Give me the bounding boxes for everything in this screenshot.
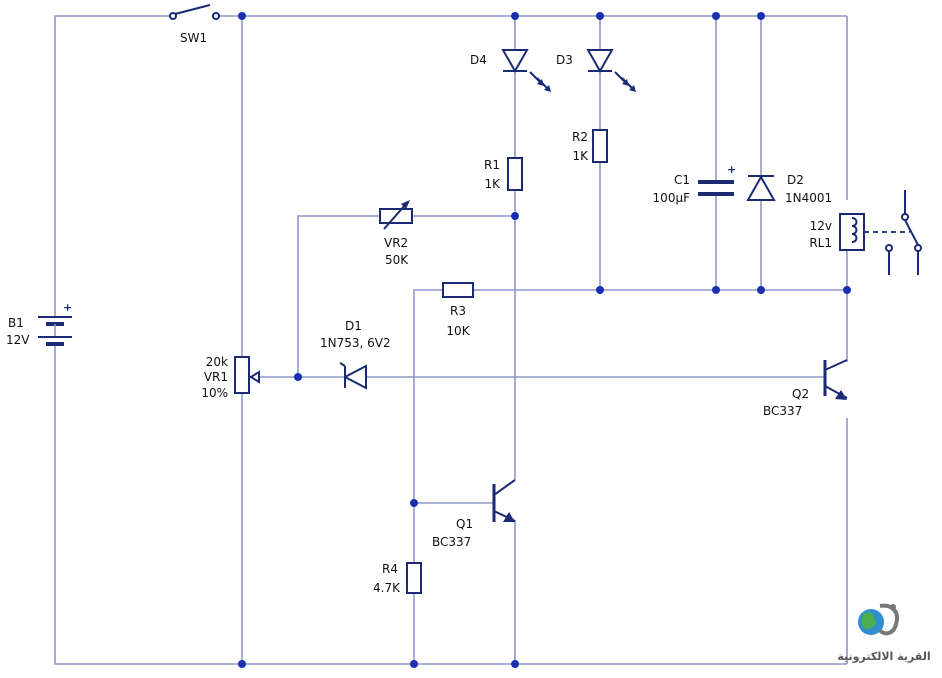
resistor-r2: R2 1K xyxy=(572,129,608,163)
d3-label: D3 xyxy=(556,53,573,67)
capacitor-polarity-mark: + xyxy=(727,163,736,176)
r4-label: R4 xyxy=(382,562,398,576)
junction-dot xyxy=(596,286,604,294)
r3-label: R3 xyxy=(450,304,466,318)
wiper-arrow-icon xyxy=(249,370,260,384)
q1-value: BC337 xyxy=(432,535,471,549)
junction-dot xyxy=(511,212,519,220)
wires xyxy=(54,15,848,665)
battery-polarity-mark: + xyxy=(63,301,72,314)
variable-arrow xyxy=(383,203,407,230)
transistor-q2: Q2 BC337 xyxy=(763,359,848,418)
d1-value: 1N753, 6V2 xyxy=(320,336,391,350)
relay-contact-terminal xyxy=(901,213,909,221)
watermark-logo: القرية الالكترونية xyxy=(837,603,931,663)
diode-triangle xyxy=(342,364,367,390)
q2-value: BC337 xyxy=(763,404,802,418)
vr2-value: 50K xyxy=(385,253,409,267)
capacitor-c1: + C1 100µF xyxy=(653,163,737,205)
zener-bend xyxy=(339,362,346,367)
vr1-setting: 10% xyxy=(201,386,228,400)
r2-label: R2 xyxy=(572,130,588,144)
led-d3: D3 xyxy=(556,49,636,92)
led-d4: D4 xyxy=(470,49,551,92)
junction-dot xyxy=(511,12,519,20)
led-triangle xyxy=(586,49,614,74)
d4-label: D4 xyxy=(470,53,487,67)
junction-dot xyxy=(596,12,604,20)
junction-dot xyxy=(410,499,418,507)
resistor-r4: R4 4.7K xyxy=(373,562,422,595)
emitter-arrow-icon xyxy=(835,390,847,400)
relay-rl1: 12v RL1 xyxy=(809,190,922,275)
switch-sw1: SW1 xyxy=(169,4,220,45)
light-arrowhead-icon xyxy=(629,85,636,92)
junction-dot xyxy=(757,12,765,20)
sw1-label: SW1 xyxy=(180,31,207,45)
globe-land xyxy=(861,612,877,630)
resistor-body xyxy=(442,282,474,298)
diode-triangle xyxy=(746,174,776,201)
watermark-text: القرية الالكترونية xyxy=(837,650,930,663)
relay-coil-body xyxy=(839,213,865,251)
junction-dot xyxy=(238,660,246,668)
switch-terminal xyxy=(212,12,220,20)
d1-label: D1 xyxy=(345,319,362,333)
rl1-value: 12v xyxy=(810,219,832,233)
junction-dot xyxy=(843,286,851,294)
potentiometer-body xyxy=(234,356,250,394)
transistor-q1: Q1 BC337 xyxy=(432,479,516,549)
resistor-body xyxy=(592,129,608,163)
variable-resistor-vr2: VR2 50K xyxy=(379,200,413,267)
potentiometer-vr1: 20k VR1 10% xyxy=(201,355,260,400)
relay-contact-terminal xyxy=(885,244,893,252)
d2-label: D2 xyxy=(787,173,804,187)
relay-contact-terminal xyxy=(914,244,922,252)
junction-dot xyxy=(757,286,765,294)
b1-label: B1 xyxy=(8,316,24,330)
b1-value: 12V xyxy=(6,333,30,347)
logo-swoosh-icon xyxy=(878,603,899,636)
junction-dot xyxy=(712,286,720,294)
light-arrowhead-icon xyxy=(544,85,551,92)
relay-contact-blade xyxy=(904,219,919,246)
q1-label: Q1 xyxy=(456,517,473,531)
junction-dot xyxy=(238,12,246,20)
transistor-collector xyxy=(824,359,848,371)
variable-arrowhead-icon xyxy=(401,200,410,209)
vr1-label: VR1 xyxy=(204,370,228,384)
diode-d2: D2 1N4001 xyxy=(746,173,832,205)
q2-label: Q2 xyxy=(792,387,809,401)
r1-value: 1K xyxy=(484,177,501,191)
junction-dot xyxy=(410,660,418,668)
vr1-value: 20k xyxy=(206,355,228,369)
resistor-body xyxy=(507,157,523,191)
vr2-label: VR2 xyxy=(384,236,408,250)
switch-terminal xyxy=(169,12,177,20)
junction-dot xyxy=(712,12,720,20)
emitter-arrow-icon xyxy=(503,512,515,522)
r2-value: 1K xyxy=(572,149,589,163)
resistor-r1: R1 1K xyxy=(484,157,523,191)
led-triangle xyxy=(501,49,529,74)
resistor-r3: R3 10K xyxy=(442,282,474,338)
c1-label: C1 xyxy=(674,173,690,187)
battery-b1: + B1 12V xyxy=(6,301,72,347)
rl1-label: RL1 xyxy=(809,236,832,250)
r4-value: 4.7K xyxy=(373,581,401,595)
junction-dot xyxy=(511,660,519,668)
r1-label: R1 xyxy=(484,158,500,172)
c1-value: 100µF xyxy=(653,191,691,205)
d2-value: 1N4001 xyxy=(785,191,832,205)
junctions xyxy=(238,12,851,668)
transistor-collector xyxy=(493,479,516,496)
zener-diode-d1: D1 1N753, 6V2 xyxy=(320,319,391,390)
relay-coil-icon xyxy=(851,217,858,243)
resistor-body xyxy=(406,562,422,594)
logo-dot xyxy=(890,604,896,610)
junction-dot xyxy=(294,373,302,381)
r3-value: 10K xyxy=(446,324,470,338)
switch-blade xyxy=(174,4,211,15)
